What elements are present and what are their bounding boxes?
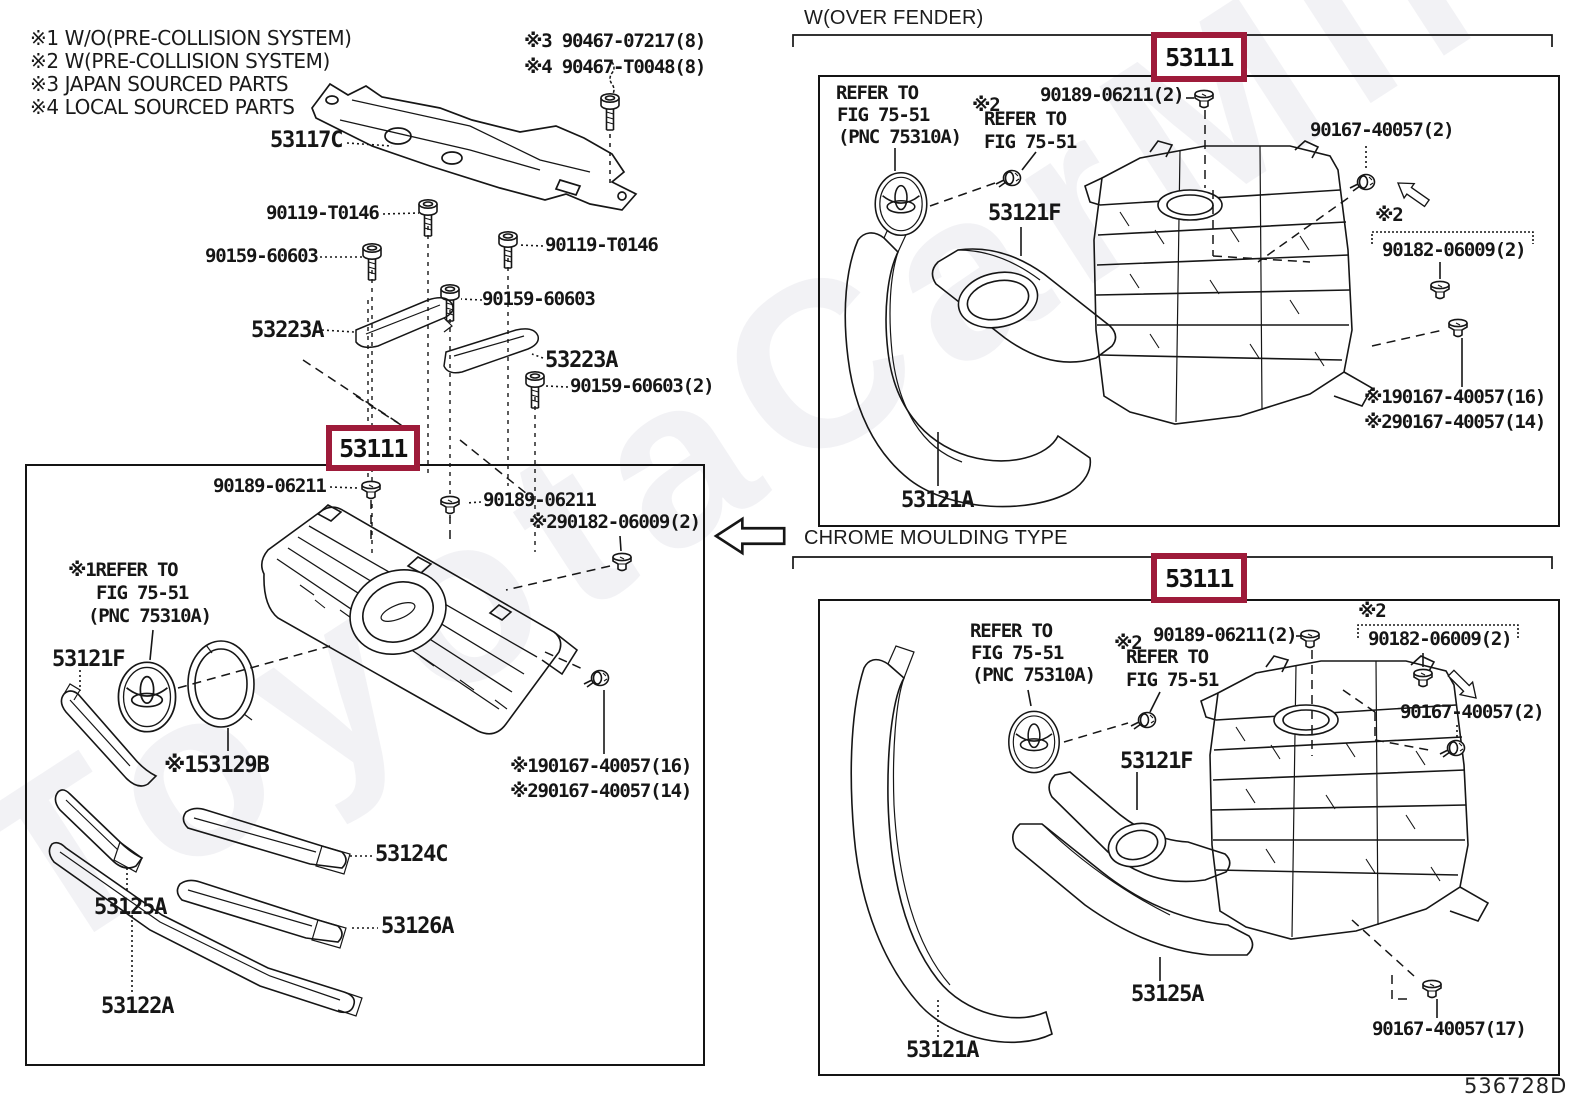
part-label-53121f-left[interactable]: 53121F [52,647,125,672]
part-label-90159-60603-2[interactable]: 90159-60603(2) [570,375,715,397]
part-label-53117c[interactable]: 53117C [270,128,343,153]
part-label-53124c[interactable]: 53124C [375,842,448,867]
part-label-90189-06211-2-f[interactable]: 90189-06211(2) [1040,84,1185,106]
part-label-90167-40057-14-left[interactable]: ※290167-40057(14) [510,780,692,802]
badge-part-number: 53111 [1165,42,1234,72]
part-label-53121f-f[interactable]: 53121F [988,201,1061,226]
part-label-90189-06211-2-c[interactable]: 90189-06211(2) [1153,624,1298,646]
section-title-chrome-moulding: CHROME MOULDING TYPE [804,527,1068,549]
part-label-53121a-c[interactable]: 53121A [906,1038,979,1063]
refer-note-f4: REFER TO [984,108,1067,130]
chrome-box-art [850,591,1519,1044]
part-label-53129b[interactable]: ※153129B [164,753,270,778]
refer-note-line3: (PNC 75310A) [88,605,212,627]
part-label-53223a-left[interactable]: 53223A [251,318,324,343]
part-label-90189-06211-a[interactable]: 90189-06211 [213,475,327,497]
section-title-over-fender: W(OVER FENDER) [804,7,984,29]
refer-note-c4: REFER TO [1126,646,1209,668]
part-label-90119-T0146-left[interactable]: 90119-T0146 [266,202,380,224]
fender-box-art [844,70,1534,508]
left-box-art [48,480,632,1017]
refer-note-f1: REFER TO [836,82,919,104]
part-label-90189-06211-b[interactable]: 90189-06211 [483,489,597,511]
refer-note-c3: (PNC 75310A) [972,664,1096,686]
part-label-90119-T0146-right[interactable]: 90119-T0146 [545,234,659,256]
top-fasteners [302,61,620,556]
part-label-90182-06009-c[interactable]: 90182-06009(2) [1368,628,1513,650]
part-label-90167-40057-16-left[interactable]: ※190167-40057(16) [510,755,692,777]
part-label-90167-40057-14-f[interactable]: ※290167-40057(14) [1364,411,1546,433]
refer-note-f5: FIG 75-51 [984,131,1077,153]
part-label-53121f-c[interactable]: 53121F [1120,749,1193,774]
highlighted-part-badge-chrome[interactable]: 53111 [1151,553,1247,603]
legend-line-1: ※1 W/O(PRE-COLLISION SYSTEM) [30,26,352,50]
under-cover-53117c-drawing [311,82,638,211]
marker-x2-c: ※2 [1114,632,1143,654]
badge-part-number: 53111 [1165,563,1234,593]
part-label-90159-60603-right[interactable]: 90159-60603 [482,288,596,310]
legend-line-3: ※3 JAPAN SOURCED PARTS [30,72,289,96]
marker-x2-f: ※2 [972,94,1001,116]
refer-note-line1: ※1REFER TO [68,559,179,581]
legend-line-4: ※4 LOCAL SOURCED PARTS [30,95,295,119]
part-label-90167-40057-17-c[interactable]: 90167-40057(17) [1372,1018,1527,1040]
part-label-53125a-left[interactable]: 53125A [94,895,167,920]
highlighted-part-badge-fender[interactable]: 53111 [1151,32,1247,82]
marker-x2b-c: ※2 [1358,600,1387,622]
legend-line-2: ※2 W(PRE-COLLISION SYSTEM) [30,49,330,73]
marker-x2b-f: ※2 [1375,204,1404,226]
highlighted-part-badge-left[interactable]: 53111 [326,425,420,471]
part-label-90167-40057-2-f[interactable]: 90167-40057(2) [1310,119,1455,141]
refer-note-c5: FIG 75-51 [1126,669,1219,691]
part-label-90467-T0048[interactable]: ※4 90467-T0048(8) [524,56,706,78]
part-label-53121a-f[interactable]: 53121A [901,488,974,513]
part-label-53126a[interactable]: 53126A [381,914,454,939]
refer-note-f2: FIG 75-51 [837,104,930,126]
part-label-53125a-c[interactable]: 53125A [1131,982,1204,1007]
part-label-90182-06009-left[interactable]: ※290182-06009(2) [529,511,701,533]
refer-note-c1: REFER TO [970,620,1053,642]
part-label-90167-40057-2-c[interactable]: 90167-40057(2) [1400,701,1545,723]
part-label-90467-07217[interactable]: ※3 90467-07217(8) [524,30,706,52]
part-label-90182-06009-f[interactable]: 90182-06009(2) [1382,239,1527,261]
part-label-53122a[interactable]: 53122A [101,994,174,1019]
refer-note-f3: (PNC 75310A) [838,126,962,148]
badge-part-number: 53111 [339,433,408,463]
diagram-code: 536728D [1464,1074,1568,1098]
refer-note-c2: FIG 75-51 [971,642,1064,664]
part-label-53223a-right[interactable]: 53223A [545,348,618,373]
part-label-90167-40057-16-f[interactable]: ※190167-40057(16) [1364,386,1546,408]
refer-note-line2: FIG 75-51 [96,582,189,604]
part-label-90159-60603-left[interactable]: 90159-60603 [205,245,319,267]
